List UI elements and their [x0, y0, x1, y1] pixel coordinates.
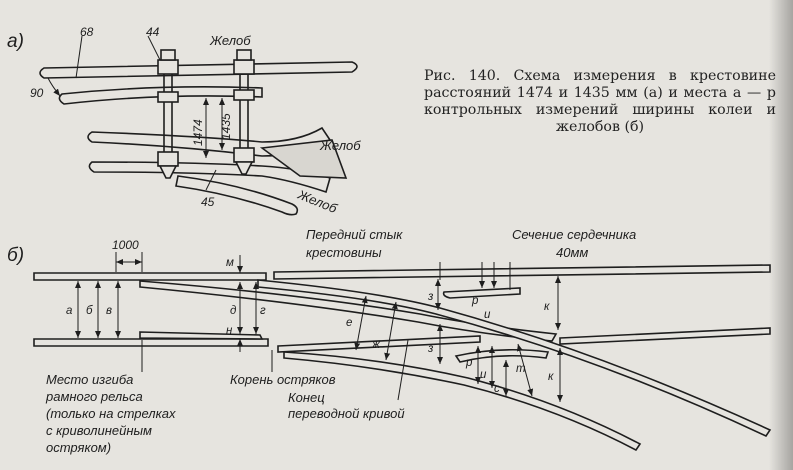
panel-a-rail-lower — [88, 161, 331, 194]
rail-bend-line-2: рамного рельса — [45, 389, 143, 404]
panel-b-rail-top-left — [33, 272, 267, 281]
panel-a-leader-68 — [75, 35, 83, 79]
panel-b-switch-point-curve — [139, 280, 558, 342]
panel-a-zhelob-mid: Желоб — [319, 138, 361, 153]
panel-a-dim-90: 90 — [30, 86, 44, 100]
panel-a — [39, 35, 358, 216]
rail-bend-line-4: с криволинейным — [46, 423, 152, 438]
measure-t — [516, 343, 534, 397]
measure-e — [354, 295, 368, 351]
panel-a-dim-68: 68 — [80, 25, 94, 39]
panel-b-rail-diverging-lower — [283, 351, 642, 452]
panel-a-gauge-left — [157, 49, 179, 179]
core-section-line-2: 40мм — [556, 245, 588, 260]
letter-z2: з — [427, 343, 434, 355]
panel-a-leader-44 — [147, 35, 161, 61]
figure-caption: Рис. 140. Схема измерения в крестовине р… — [424, 68, 776, 135]
letter-k2: к — [548, 371, 554, 383]
rail-bend-line-3: (только на стрелках — [46, 406, 176, 421]
panel-b-dim-1000: 1000 — [112, 238, 139, 252]
panel-a-leader-90 — [47, 77, 61, 97]
measure-zh — [384, 301, 398, 361]
panel-a-dim-44: 44 — [146, 25, 160, 39]
letter-p1: р — [471, 295, 479, 307]
letter-b: б — [86, 305, 93, 317]
letter-n: н — [226, 325, 233, 337]
panel-a-rail-bottom — [175, 175, 299, 216]
panel-b-letter: б) — [7, 245, 24, 266]
letter-i2: и — [480, 369, 487, 381]
panel-a-leader-45 — [205, 169, 217, 191]
panel-a-zhelob-bottom: Желоб — [295, 186, 340, 216]
root-label: Корень остряков — [230, 372, 336, 387]
panel-b — [33, 252, 772, 452]
curve-end-line-1: Конец — [288, 390, 325, 405]
panel-b-rail-diverging-outer — [257, 279, 772, 438]
front-joint-line-1: Передний стык — [306, 227, 403, 242]
letter-d: д — [230, 305, 236, 317]
curve-end-line-2: переводной кривой — [288, 406, 405, 421]
page-edge-shadow — [769, 0, 793, 470]
letter-m: м — [226, 257, 234, 269]
letter-v: в — [106, 305, 112, 317]
letter-i1: и — [484, 309, 491, 321]
panel-a-dim-1435: 1435 — [219, 113, 233, 140]
leader-curve-end — [397, 339, 409, 401]
letter-a: а — [66, 305, 72, 317]
panel-b-rail-bottom-right — [277, 335, 481, 353]
panel-b-switch-point-straight — [139, 331, 264, 340]
panel-a-dim-45: 45 — [201, 195, 215, 209]
panel-b-rail-main-right — [559, 327, 771, 345]
front-joint-line-2: крестовины — [306, 245, 382, 260]
letter-p2: р — [465, 357, 473, 369]
letter-k1: к — [544, 301, 550, 313]
panel-a-rail-top — [39, 61, 358, 79]
panel-b-rail-top-right — [273, 264, 771, 280]
letter-zh: ж — [371, 339, 381, 351]
panel-a-zhelob-top: Желоб — [209, 33, 251, 48]
letter-z1: з — [427, 291, 434, 303]
letter-g: г — [260, 305, 266, 317]
panel-b-wing-rail-top — [442, 287, 521, 299]
core-section-line-1: Сечение сердечника — [512, 227, 636, 242]
letter-e: е — [346, 317, 352, 329]
panel-b-rail-bottom-left — [33, 338, 269, 347]
panel-a-letter: а) — [7, 31, 24, 52]
letter-t: т — [516, 363, 526, 375]
panel-a-frog-core — [259, 139, 348, 179]
panel-a-dim-1474: 1474 — [191, 119, 205, 146]
panel-a-gauge-right — [233, 49, 255, 175]
rail-bend-line-1: Место изгиба — [46, 372, 133, 387]
letter-s: с — [494, 383, 500, 395]
rail-bend-line-5: остряком) — [46, 440, 111, 455]
